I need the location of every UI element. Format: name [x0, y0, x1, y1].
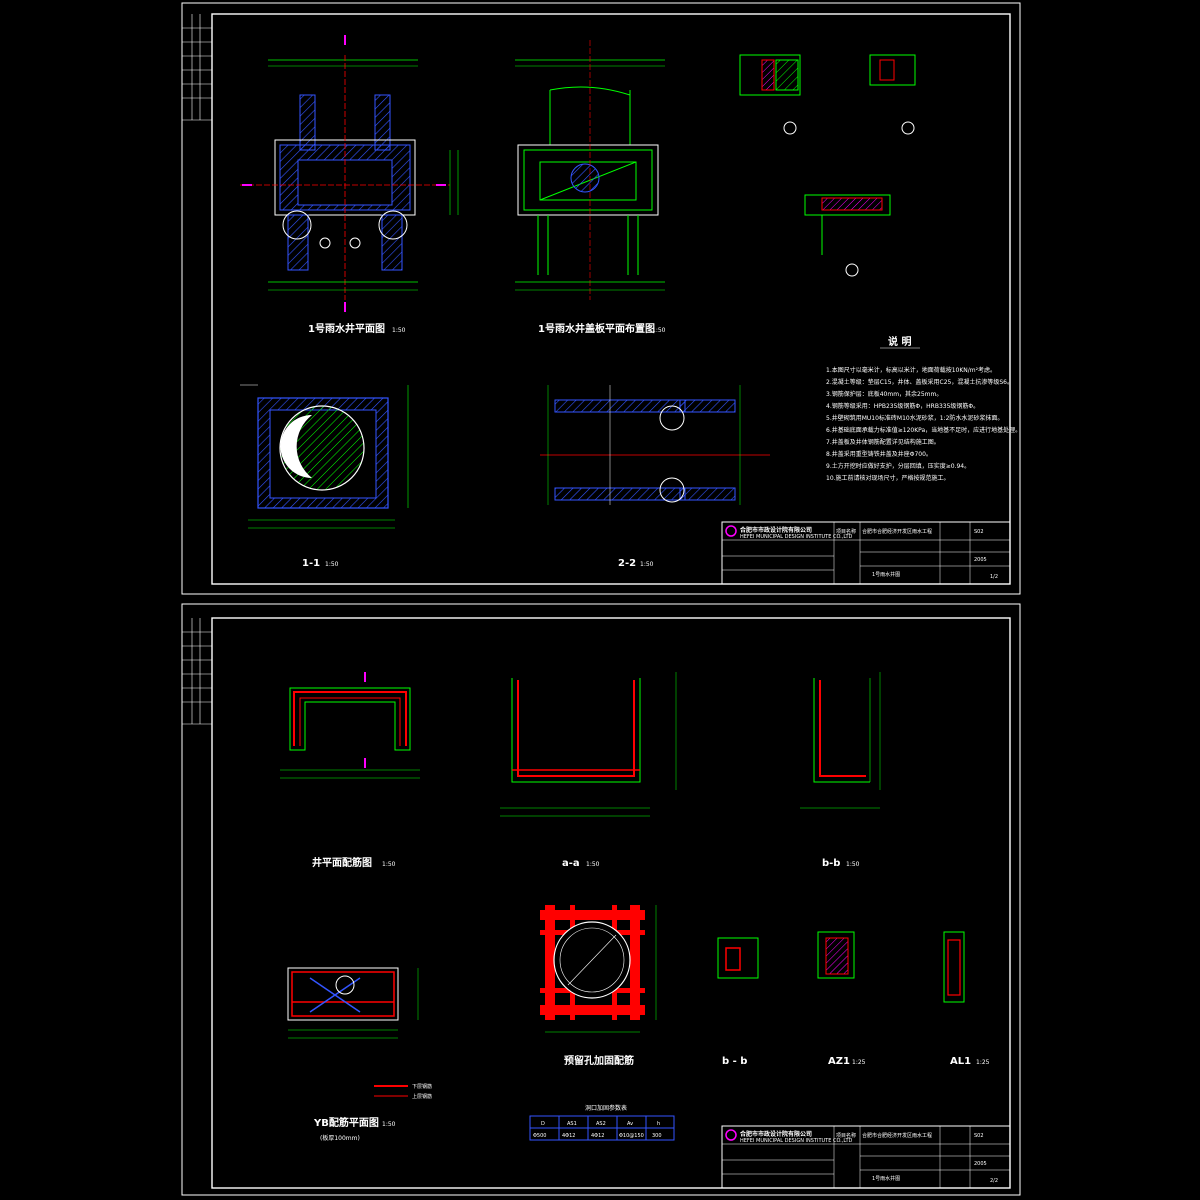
legend-upper: 下层钢筋	[412, 1083, 432, 1090]
legend-lower: 上层钢筋	[412, 1093, 432, 1100]
small-details: b - b AZ1 1:25 AL1 1:25	[717, 931, 990, 1067]
plan-rebar-scale: 1:50	[382, 861, 396, 868]
project-label-2: 项目名称	[836, 1132, 856, 1139]
bottom-slab-rebar-view: YB配筋平面图 1:50 (板厚100mm)	[287, 967, 419, 1142]
sheet-1-title-block: 合肥市市政设计院有限公司 HEFEI MUNICIPAL DESIGN INST…	[721, 521, 1011, 585]
sheet-1-binding-strip	[182, 14, 212, 121]
bottom-rebar-scale: 1:50	[382, 1121, 396, 1128]
note-5: 5.井壁砌筑用MU10标准砖M10水泥砂浆，1:2防水水泥砂浆抹面。	[826, 414, 1003, 422]
section-2-2: 2-2 1:50	[540, 385, 770, 569]
section-a-a-title: a-a	[562, 858, 580, 869]
project-name-2: 合肥市合肥经济开发区雨水工程	[862, 1132, 932, 1139]
year: 2005	[974, 557, 987, 563]
table-cell-d: Φ500	[533, 1133, 546, 1139]
institute-name-en-2: HEFEI MUNICIPAL DESIGN INSTITUTE CO.,LTD	[740, 1138, 853, 1144]
detail-nodes	[739, 54, 916, 277]
plan-rebar-view: 井平面配筋图 1:50	[280, 672, 420, 869]
table-header-h: h	[657, 1121, 660, 1127]
section-a-a: a-a 1:50	[500, 672, 677, 869]
section-b-b-scale: 1:50	[846, 861, 860, 868]
plan-rebar-title: 井平面配筋图	[312, 856, 372, 869]
project-name: 合肥市合肥经济开发区雨水工程	[862, 528, 932, 535]
sheet-no-2: 2/2	[990, 1178, 998, 1184]
note-4: 4.钢筋等级采用：HPB235级钢筋Φ，HRB335级钢筋Φ。	[826, 402, 979, 410]
drawing-no-2: S02	[974, 1133, 984, 1139]
sheet-no: 1/2	[990, 574, 998, 580]
sheet-2-binding-strip	[182, 618, 212, 725]
table-header-av: Av	[627, 1121, 633, 1127]
note-2: 2.混凝土等级：垫层C15，井体、盖板采用C25，混凝土抗渗等级S6。	[826, 378, 1013, 386]
bottom-rebar-subtitle: (板厚100mm)	[320, 1134, 360, 1142]
al1-scale: 1:25	[976, 1059, 990, 1066]
az1-title: AZ1	[828, 1056, 850, 1067]
sheet-2-inner-frame	[211, 617, 1011, 1189]
table-cell-as1: 4Φ12	[562, 1133, 575, 1139]
hole-reinforcement-view: 预留孔加固配筋	[540, 905, 657, 1067]
section-a-a-scale: 1:50	[586, 861, 600, 868]
drawing-name: 1号雨水井图	[872, 571, 900, 578]
table-header-d: D	[541, 1121, 545, 1127]
hole-title: 预留孔加固配筋	[564, 1054, 634, 1067]
note-9: 9.土方开挖时应做好支护，分层回填，压实度≥0.94。	[826, 462, 970, 470]
institute-name: 合肥市市政设计院有限公司	[740, 526, 812, 534]
section-1-1-scale: 1:50	[325, 561, 339, 568]
notes-block: 说 明 1.本图尺寸以毫米计，标高以米计，地面荷载按10KN/m²考虑。 2.混…	[826, 335, 1021, 482]
table-cell-av: Φ10@150	[619, 1133, 644, 1139]
institute-name-en: HEFEI MUNICIPAL DESIGN INSTITUTE CO.,LTD	[740, 534, 853, 540]
plan-scale: 1:50	[392, 327, 406, 334]
table-header-as2: AS2	[596, 1121, 606, 1127]
section-b-b-title: b-b	[822, 858, 840, 869]
cover-scale: 1:50	[652, 327, 666, 334]
al1-title: AL1	[950, 1056, 971, 1067]
rain-well-plan-view: 1号雨水井平面图 1:50	[240, 35, 459, 335]
institute-name-2: 合肥市市政设计院有限公司	[740, 1130, 812, 1138]
table-title: 洞口加固参数表	[585, 1104, 627, 1112]
institute-logo-icon	[725, 525, 737, 537]
note-8: 8.井盖采用重型铸铁井盖及井座Φ700。	[826, 450, 932, 458]
cover-title: 1号雨水井盖板平面布置图	[538, 322, 655, 335]
cover-plate-plan-view: 1号雨水井盖板平面布置图 1:50	[515, 40, 666, 335]
drawing-no: S02	[974, 529, 984, 535]
b-b-detail-title: b - b	[722, 1056, 747, 1067]
section-2-2-title: 2-2	[618, 558, 636, 569]
table-cell-h: 300	[652, 1133, 662, 1139]
note-1: 1.本图尺寸以毫米计，标高以米计，地面荷载按10KN/m²考虑。	[826, 366, 996, 374]
project-label: 项目名称	[836, 528, 856, 535]
bottom-rebar-title: YB配筋平面图	[313, 1116, 379, 1129]
note-3: 3.钢筋保护层：底板40mm，其余25mm。	[826, 390, 942, 398]
hole-parameter-table: 洞口加固参数表 D AS1 AS2 Av h Φ500 4Φ12 4Φ12 Φ1…	[529, 1104, 675, 1141]
table-cell-as2: 4Φ12	[591, 1133, 604, 1139]
sheet-2-title-block: 合肥市市政设计院有限公司 HEFEI MUNICIPAL DESIGN INST…	[721, 1125, 1011, 1189]
note-6: 6.井基础底面承载力标准值≥120KPa，当地基不足时，应进行地基处理。	[826, 426, 1021, 434]
institute-logo-icon-2	[725, 1129, 737, 1141]
sheet-2: 井平面配筋图 1:50 a-a 1:50 b-b 1:50	[181, 603, 1021, 1196]
az1-scale: 1:25	[852, 1059, 866, 1066]
year-2: 2005	[974, 1161, 987, 1167]
note-7: 7.井盖板及井体钢筋配置详见结构施工图。	[826, 438, 940, 446]
sheet-2-outer-frame	[181, 603, 1021, 1196]
note-10: 10.施工前请核对现场尺寸，严格按规范施工。	[826, 474, 950, 482]
sheet-1-inner-frame	[211, 13, 1011, 585]
section-1-1-title: 1-1	[302, 558, 320, 569]
drawing-name-2: 1号雨水井图	[872, 1175, 900, 1182]
table-header-as1: AS1	[567, 1121, 577, 1127]
rebar-legend: 下层钢筋 上层钢筋	[374, 1083, 432, 1100]
sheet-1: 1号雨水井平面图 1:50 1号雨水井盖板平面布置图 1:50	[181, 2, 1021, 595]
plan-title: 1号雨水井平面图	[308, 322, 385, 335]
section-2-2-scale: 1:50	[640, 561, 654, 568]
notes-header: 说 明	[888, 335, 911, 348]
section-b-b: b-b 1:50	[800, 672, 881, 869]
sheet-1-outer-frame	[181, 2, 1021, 595]
section-1-1: 1-1 1:50	[240, 384, 409, 569]
